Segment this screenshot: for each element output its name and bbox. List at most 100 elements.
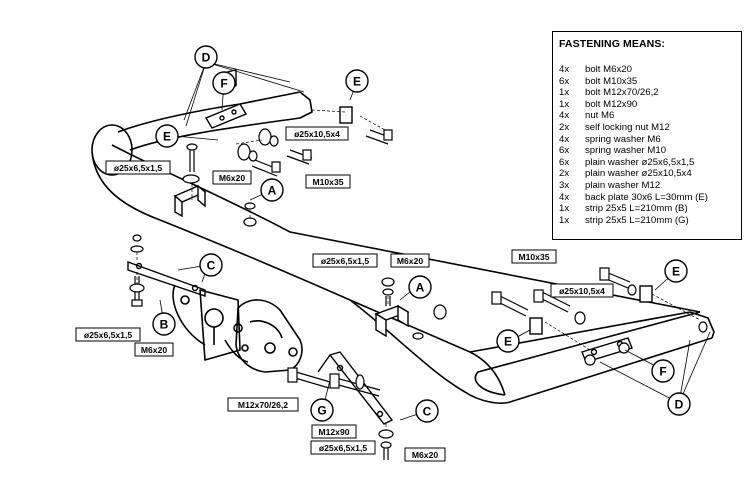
callout-g: G (310, 398, 334, 422)
fastening-means-desc: plain washer ø25x10,5x4 (585, 168, 692, 180)
tow-ball-bracket (172, 284, 303, 373)
callout-f-top-label: F (220, 77, 227, 91)
fastening-means-desc: back plate 30x6 L=30mm (E) (585, 191, 708, 203)
fastening-means-qty: 4x (559, 191, 570, 203)
label-m6x20-top-text: M6x20 (219, 173, 245, 183)
fastening-means-qty: 2x (559, 121, 570, 133)
label-washer-25x6-bottom: ø25x6,5x1,5 (310, 440, 376, 455)
fastening-means-qty: 4x (559, 110, 570, 122)
label-washer-25x6-mid: ø25x6,5x1,5 (312, 253, 378, 268)
fastening-means-qty: 6x (559, 156, 570, 168)
callout-f-top: F (212, 71, 236, 95)
fastening-means-row: 6x spring washer M10 (559, 145, 741, 157)
callout-d-top: D (194, 45, 218, 69)
label-washer-25x6-top: ø25x6,5x1,5 (105, 160, 171, 175)
fastening-means-qty: 4x (559, 133, 570, 145)
fastening-means-desc: strip 25x5 L=210mm (B) (585, 203, 688, 215)
label-m10x35-top-text: M10x35 (312, 177, 343, 187)
fastening-means-qty: 1x (559, 214, 570, 226)
callout-e-right-low-label: E (504, 335, 512, 349)
fastening-means-desc: self locking nut M12 (585, 121, 670, 133)
callout-g-label: G (317, 404, 326, 418)
label-m6x20-top: M6x20 (212, 170, 252, 185)
label-washer-25x10-right-text: ø25x10,5x4 (559, 286, 605, 296)
fastening-means-qty: 1x (559, 203, 570, 215)
callout-a-right: A (408, 275, 432, 299)
label-m6x20-left: M6x20 (134, 342, 174, 357)
label-m10x35-top: M10x35 (305, 174, 351, 189)
label-m6x20-mid: M6x20 (390, 253, 430, 268)
callout-f-right-label: F (659, 365, 666, 379)
fastening-means-desc: bolt M10x35 (585, 75, 638, 87)
fastening-means-row: 2x plain washer ø25x10,5x4 (559, 168, 741, 180)
fastening-means-desc: bolt M12x90 (585, 98, 638, 110)
label-m12x90: M12x90 (311, 424, 357, 439)
fastening-means-desc: strip 25x5 L=210mm (G) (585, 214, 689, 226)
label-m6x20-bottom: M6x20 (404, 447, 446, 462)
fastening-means-qty: 1x (559, 87, 570, 99)
fastening-means-title: FASTENING MEANS: (559, 38, 666, 50)
fastening-means-row: 2x self locking nut M12 (559, 122, 741, 134)
fastening-means-row: 4x spring washer M6 (559, 134, 741, 146)
fasteners (129, 128, 708, 460)
strip-b (127, 261, 206, 297)
callout-e-right-top-label: E (672, 265, 680, 279)
fastening-means-qty: 1x (559, 98, 570, 110)
fastening-means-desc: spring washer M6 (585, 133, 661, 145)
callout-e-top-left-label: E (163, 130, 171, 144)
callout-d-right-label: D (675, 398, 684, 412)
cross-beam (91, 91, 715, 404)
bracket-a-right (374, 304, 410, 338)
label-m6x20-left-text: M6x20 (141, 345, 167, 355)
fastening-means-desc: bolt M12x70/26,2 (585, 87, 659, 99)
callout-c-left-label: C (207, 259, 216, 273)
fastening-means-row: 4x back plate 30x6 L=30mm (E) (559, 192, 741, 204)
dashed-guides (136, 109, 701, 430)
callout-e-top-left: E (155, 124, 179, 148)
callout-e-top-right-label: E (353, 75, 361, 89)
label-m10x35-right: M10x35 (511, 249, 557, 264)
fastening-means-row: 4x bolt M6x20 (559, 64, 741, 76)
callout-c-left: C (199, 253, 223, 277)
bracket-a-left (173, 184, 207, 218)
label-m12x70-text: M12x70/26,2 (238, 400, 288, 410)
callout-d-top-label: D (202, 51, 211, 65)
fastening-means-row: 1x bolt M12x70/26,2 (559, 87, 741, 99)
callout-e-top-right: E (345, 69, 369, 93)
fastening-means-row: 1x bolt M12x90 (559, 99, 741, 111)
label-m12x90-text: M12x90 (318, 427, 349, 437)
label-m6x20-bottom-text: M6x20 (412, 450, 438, 460)
callout-f-right: F (651, 359, 675, 383)
callout-e-right-low: E (496, 329, 520, 353)
fastening-means-qty: 2x (559, 168, 570, 180)
label-m10x35-right-text: M10x35 (518, 252, 549, 262)
fastening-means-desc: nut M6 (585, 110, 615, 122)
fastening-means-desc: spring washer M10 (585, 145, 667, 157)
callout-c-right-label: C (423, 405, 432, 419)
callout-b: B (152, 312, 176, 336)
fastening-means-qty: 6x (559, 145, 570, 157)
label-washer-25x10-right: ø25x10,5x4 (550, 283, 614, 298)
label-washer-25x6-top-text: ø25x6,5x1,5 (114, 163, 162, 173)
fastening-means-qty: 3x (559, 179, 570, 191)
fastening-means-desc: plain washer M12 (585, 179, 661, 191)
label-washer-25x6-left-text: ø25x6,5x1,5 (84, 330, 132, 340)
callout-b-label: B (160, 318, 169, 332)
fastening-means-row: 1x strip 25x5 L=210mm (G) (559, 215, 741, 227)
fastening-means-qty: 4x (559, 64, 570, 75)
callout-a-left: A (260, 178, 284, 202)
label-washer-25x6-mid-text: ø25x6,5x1,5 (321, 256, 369, 266)
label-washer-25x10-top: ø25x10,5x4 (285, 126, 349, 141)
label-washer-25x10-top-text: ø25x10,5x4 (294, 129, 340, 139)
fastening-means-row: 4x nut M6 (559, 110, 741, 122)
callout-a-left-label: A (268, 184, 277, 198)
label-washer-25x6-bottom-text: ø25x6,5x1,5 (319, 443, 367, 453)
callout-a-right-label: A (416, 281, 425, 295)
fastening-means-desc: bolt M6x20 (585, 64, 632, 75)
fastening-means-row: 1x strip 25x5 L=210mm (B) (559, 203, 741, 215)
fastening-means-row: 3x plain washer M12 (559, 180, 741, 192)
